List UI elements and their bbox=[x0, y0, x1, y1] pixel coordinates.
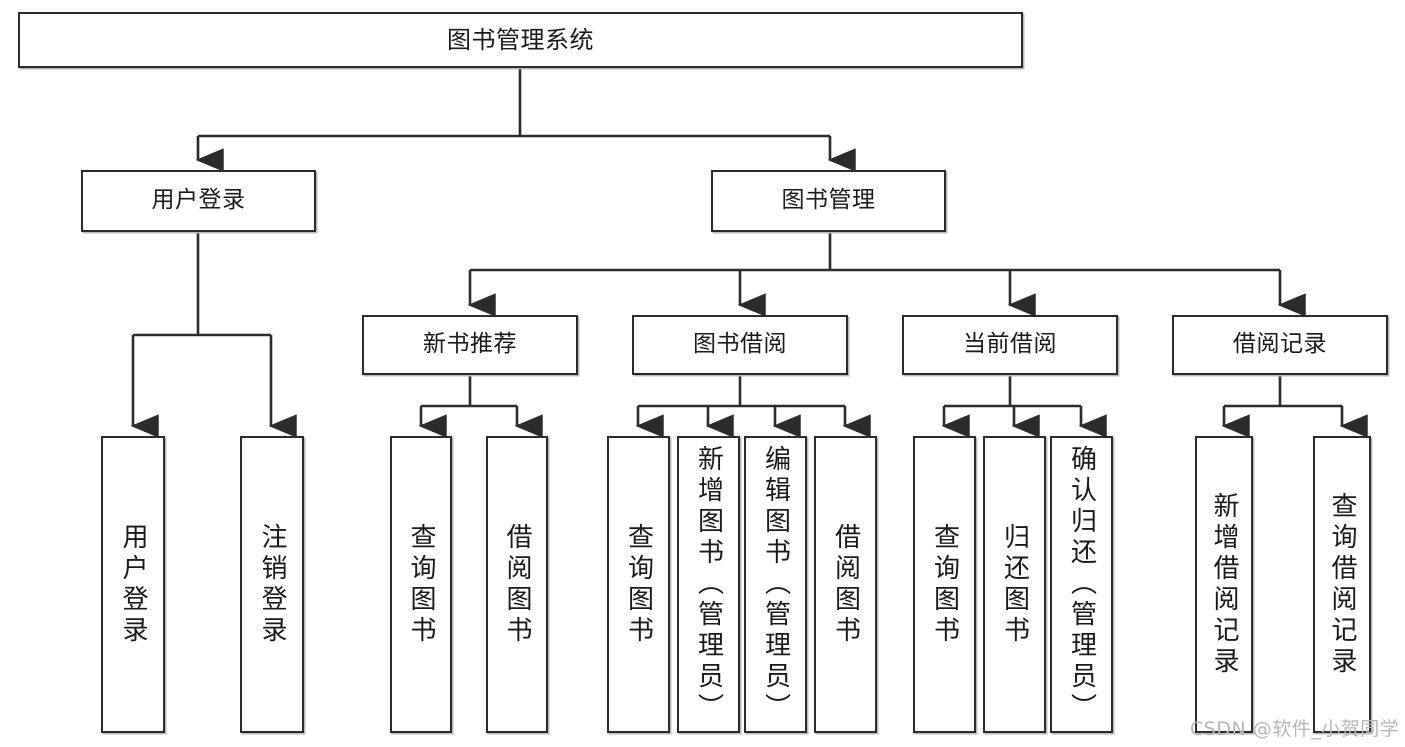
node-book-management[interactable]: 图书管理 bbox=[711, 170, 946, 232]
leaf-edit-book-admin[interactable]: 编辑图书（管理员） bbox=[744, 436, 807, 733]
node-root[interactable]: 图书管理系统 bbox=[18, 12, 1023, 68]
leaf-query-book-current-label: 查询图书 bbox=[929, 522, 960, 647]
leaf-user-login[interactable]: 用户登录 bbox=[101, 436, 165, 733]
leaf-borrow-book-label: 借阅图书 bbox=[830, 522, 861, 647]
node-user-login-label: 用户登录 bbox=[151, 187, 246, 214]
leaf-add-book-admin-label: 新增图书（管理员） bbox=[693, 445, 724, 724]
node-borrow-record-label: 借阅记录 bbox=[1233, 331, 1327, 358]
leaf-add-borrow-record-label: 新增借阅记录 bbox=[1209, 491, 1239, 678]
node-new-book-recommend-label: 新书推荐 bbox=[423, 331, 517, 358]
leaf-borrow-book-recommend[interactable]: 借阅图书 bbox=[486, 436, 548, 733]
leaf-add-borrow-record[interactable]: 新增借阅记录 bbox=[1195, 436, 1253, 733]
leaf-logout[interactable]: 注销登录 bbox=[240, 436, 304, 733]
leaf-borrow-book[interactable]: 借阅图书 bbox=[814, 436, 877, 733]
node-book-borrow[interactable]: 图书借阅 bbox=[632, 315, 848, 375]
node-borrow-record[interactable]: 借阅记录 bbox=[1172, 315, 1388, 375]
leaf-query-book-current[interactable]: 查询图书 bbox=[913, 436, 976, 733]
node-book-borrow-label: 图书借阅 bbox=[693, 331, 787, 358]
leaf-query-book-recommend-label: 查询图书 bbox=[406, 522, 436, 647]
node-current-borrow[interactable]: 当前借阅 bbox=[902, 315, 1118, 375]
leaf-query-book-borrow[interactable]: 查询图书 bbox=[607, 436, 670, 733]
leaf-query-book-recommend[interactable]: 查询图书 bbox=[390, 436, 452, 733]
leaf-add-book-admin[interactable]: 新增图书（管理员） bbox=[677, 436, 740, 733]
csdn-watermark: CSDN @软件_小贺同学 bbox=[1190, 718, 1400, 740]
leaf-query-borrow-record-label: 查询借阅记录 bbox=[1327, 491, 1357, 678]
leaf-return-book[interactable]: 归还图书 bbox=[983, 436, 1046, 733]
leaf-return-book-label: 归还图书 bbox=[999, 522, 1030, 647]
leaf-query-borrow-record[interactable]: 查询借阅记录 bbox=[1313, 436, 1371, 733]
node-root-label: 图书管理系统 bbox=[447, 25, 594, 54]
leaf-edit-book-admin-label: 编辑图书（管理员） bbox=[760, 445, 791, 724]
node-new-book-recommend[interactable]: 新书推荐 bbox=[362, 315, 578, 375]
leaf-confirm-return-admin-label: 确认归还（管理员） bbox=[1066, 445, 1097, 724]
leaf-query-book-borrow-label: 查询图书 bbox=[623, 522, 654, 647]
node-book-management-label: 图书管理 bbox=[781, 187, 876, 214]
leaf-borrow-book-recommend-label: 借阅图书 bbox=[502, 522, 532, 647]
leaf-user-login-label: 用户登录 bbox=[118, 522, 148, 647]
node-current-borrow-label: 当前借阅 bbox=[963, 331, 1057, 358]
leaf-confirm-return-admin[interactable]: 确认归还（管理员） bbox=[1050, 436, 1113, 733]
node-user-login[interactable]: 用户登录 bbox=[81, 170, 316, 232]
leaf-logout-label: 注销登录 bbox=[257, 522, 287, 647]
